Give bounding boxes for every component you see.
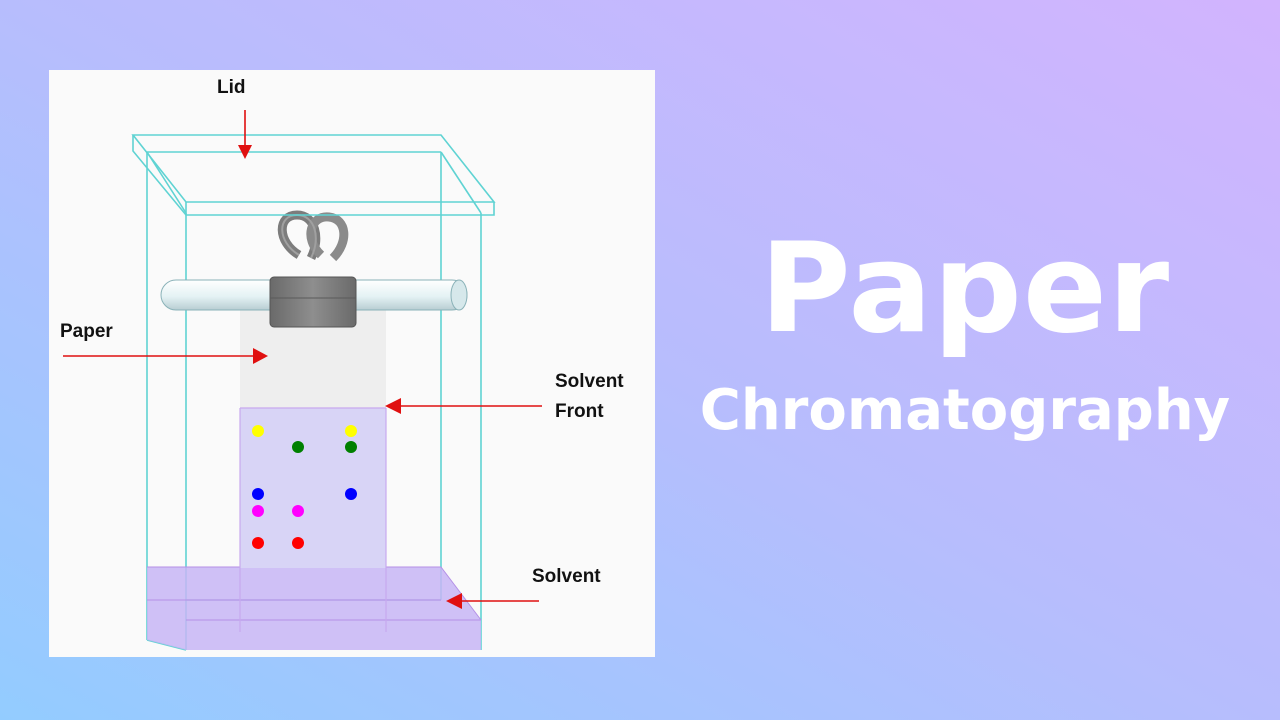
paper-label: Paper: [60, 321, 113, 342]
lid-arrow: [238, 110, 252, 159]
label-arrows: [63, 110, 542, 609]
diagram-panel: Lid Paper Solvent Front Solvent: [49, 70, 655, 657]
solvent-arrow: [446, 593, 539, 609]
lid-label: Lid: [217, 77, 246, 98]
spot-blue-2: [345, 488, 357, 500]
page-title: Paper: [759, 217, 1171, 361]
spot-magenta-2: [292, 505, 304, 517]
page-subtitle: Chromatography: [699, 378, 1231, 443]
spot-yellow-2: [345, 425, 357, 437]
solvent-front-arrow: [385, 398, 542, 414]
spot-green-1: [292, 441, 304, 453]
tank-lid: [131, 134, 496, 216]
spot-magenta-1: [252, 505, 264, 517]
spot-red-1: [252, 537, 264, 549]
solvent-label: Solvent: [532, 566, 601, 587]
solvent-pool: [147, 567, 481, 650]
binder-clip: [269, 210, 357, 328]
spot-red-2: [292, 537, 304, 549]
paper-arrow: [63, 348, 268, 364]
spot-blue-1: [252, 488, 264, 500]
title-block: Paper Chromatography: [660, 215, 1270, 475]
sample-spots: [252, 425, 357, 549]
paper-strip-wet: [240, 408, 386, 568]
solvent-front-label-line1: Solvent: [555, 371, 624, 392]
spot-yellow-1: [252, 425, 264, 437]
chromatography-diagram: Lid Paper Solvent Front Solvent: [60, 77, 624, 651]
solvent-front-label-line2: Front: [555, 401, 604, 422]
spot-green-2: [345, 441, 357, 453]
paper-strip-edges: [239, 407, 387, 632]
